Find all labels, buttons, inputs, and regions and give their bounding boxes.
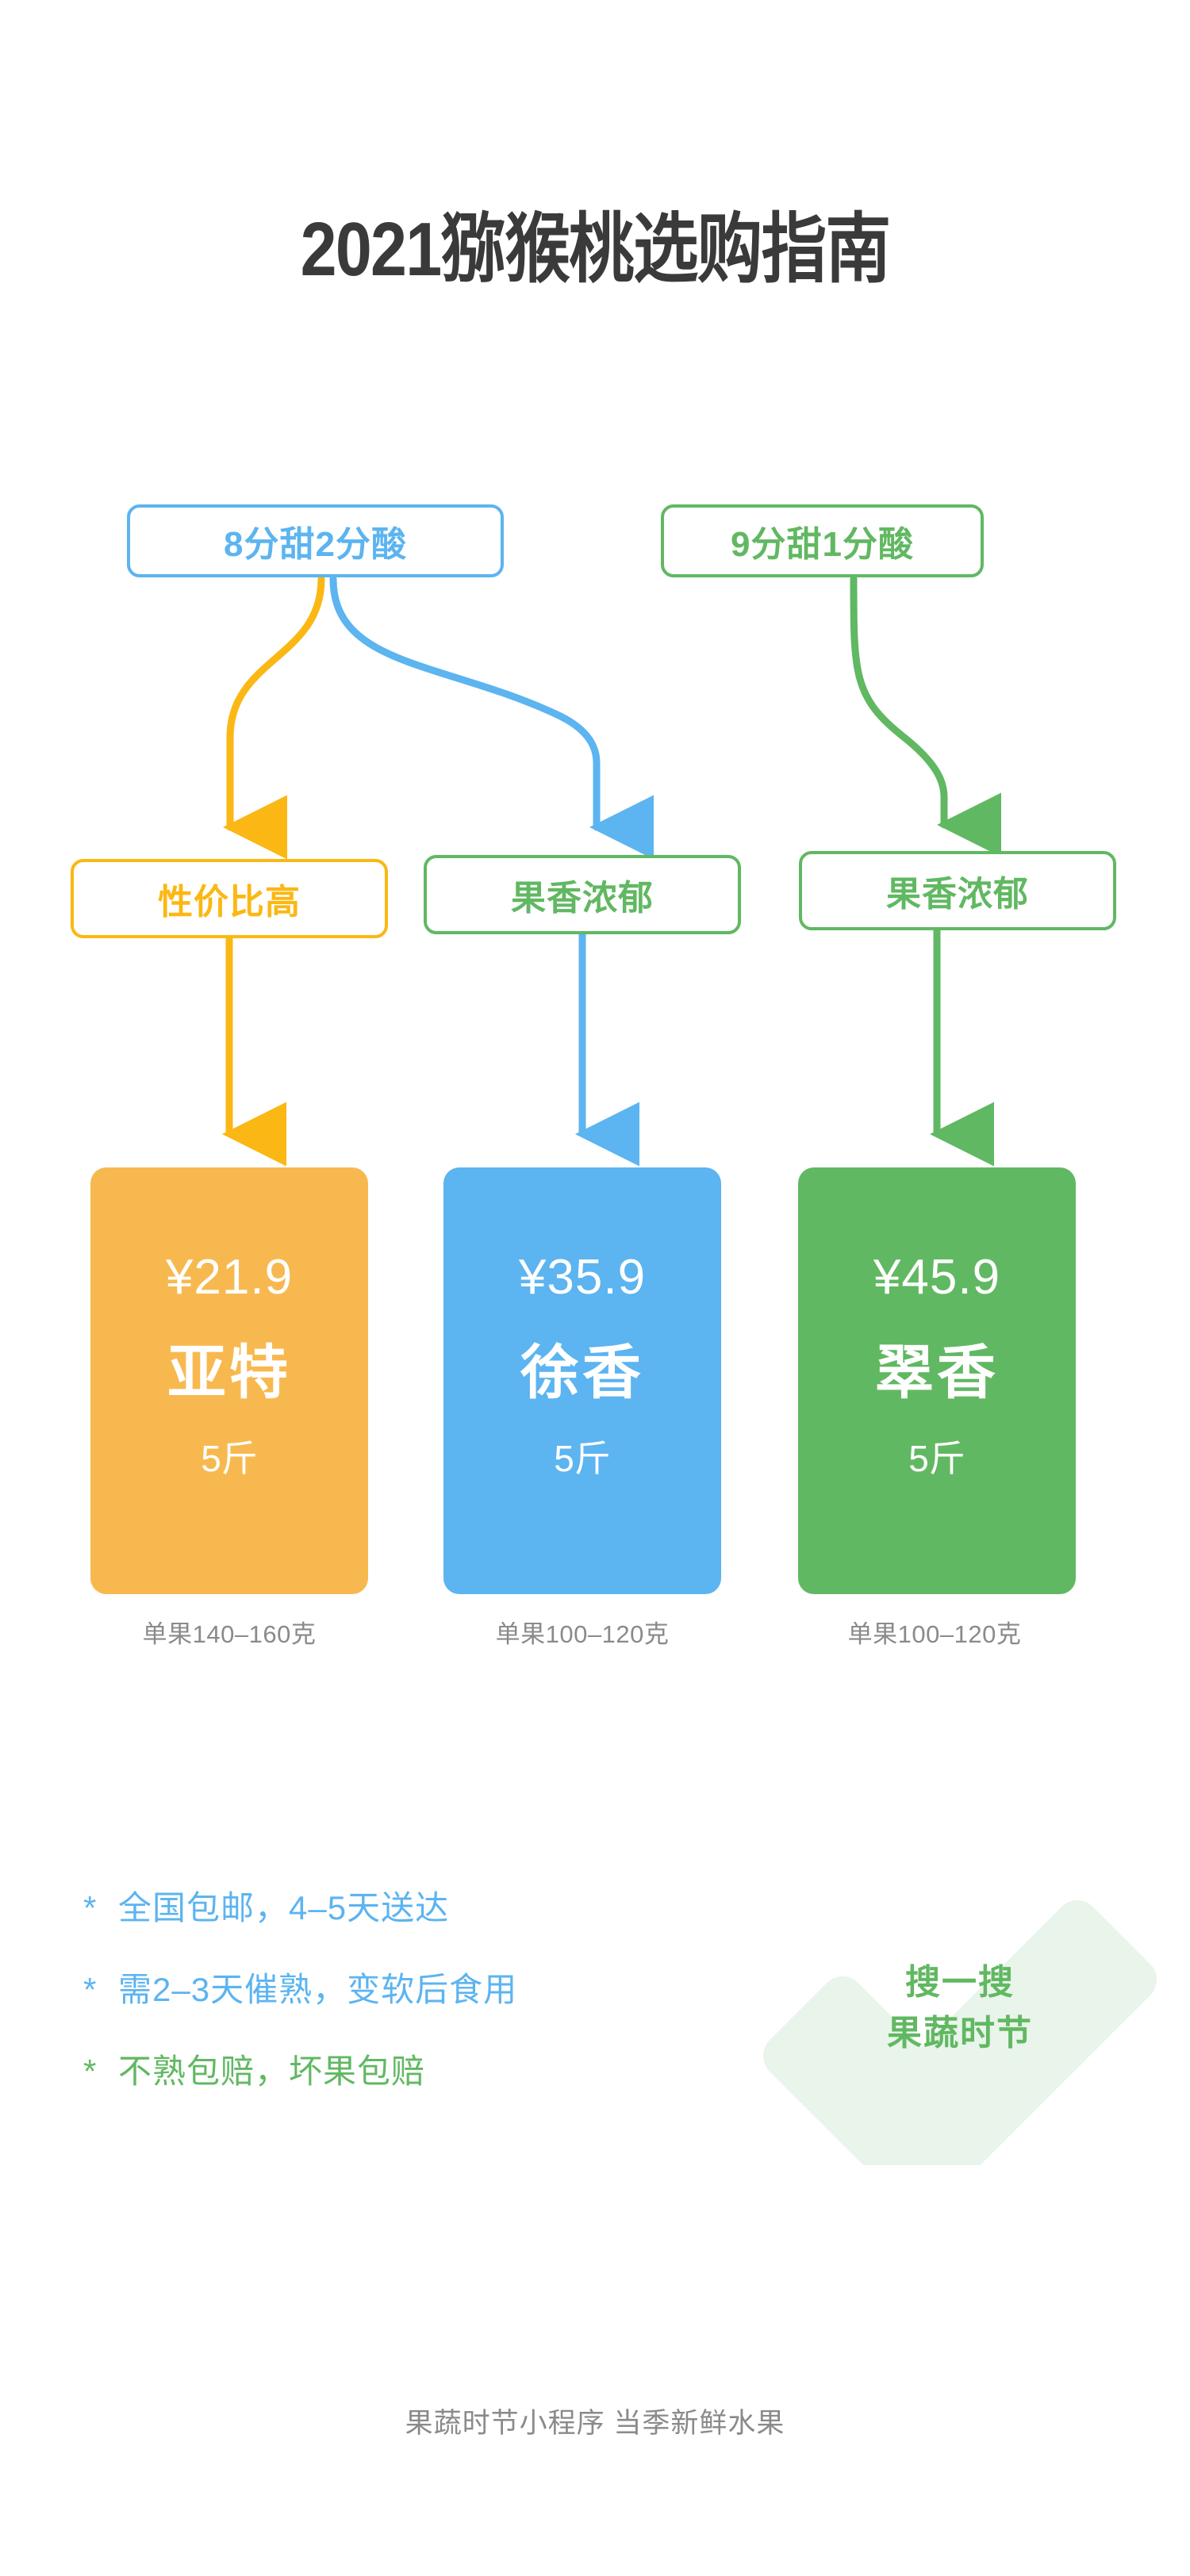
product-caption-cuixiang: 单果100–120克	[847, 1620, 1022, 1648]
product-unit: 5斤	[201, 1438, 258, 1479]
product-card-xuxiang[interactable]: ¥35.9 徐香 5斤	[443, 1167, 721, 1594]
connector-sweet9-to-aroma	[850, 575, 1001, 857]
product-name: 翠香	[875, 1340, 999, 1405]
note-text: 不熟包赔，坏果包赔	[118, 2053, 426, 2090]
search-badge-text: 搜一搜 果蔬时节	[754, 1957, 1166, 2059]
product-unit: 5斤	[554, 1438, 611, 1479]
product-card-cuixiang[interactable]: ¥45.9 翠香 5斤	[798, 1167, 1076, 1594]
flow-box-sweet-9[interactable]: 9分甜1分酸	[661, 504, 984, 577]
search-badge[interactable]: 搜一搜 果蔬时节	[754, 1848, 1166, 2165]
footer-text: 果蔬时节小程序 当季新鲜水果	[405, 2408, 785, 2439]
note-text: 全国包邮，4–5天送达	[118, 1889, 450, 1926]
connector-sweet8-to-value	[223, 575, 325, 860]
product-name: 徐香	[520, 1340, 644, 1405]
check-mark-icon	[763, 1900, 1157, 2165]
flow-box-aroma-rich-2[interactable]: 果香浓郁	[799, 851, 1116, 930]
note-item-ripening: * 需2–3天催熟，变软后食用	[83, 1963, 517, 2011]
notes-list: * 全国包邮，4–5天送达 * 需2–3天催熟，变软后食用 * 不熟包赔，坏果包…	[83, 1881, 517, 2126]
note-item-guarantee: * 不熟包赔，坏果包赔	[83, 2045, 517, 2093]
search-badge-line2: 果蔬时节	[887, 2013, 1033, 2053]
note-item-shipping: * 全国包邮，4–5天送达	[83, 1881, 517, 1930]
product-price: ¥21.9	[165, 1250, 294, 1305]
flow-box-sweet-8[interactable]: 8分甜2分酸	[127, 504, 504, 577]
product-caption-xuxiang: 单果100–120克	[495, 1620, 670, 1648]
search-badge-line1: 搜一搜	[905, 1963, 1015, 2002]
page-title: 2021猕猴桃选购指南	[300, 207, 891, 292]
product-price: ¥45.9	[873, 1250, 1001, 1305]
flow-box-value-for-money[interactable]: 性价比高	[71, 859, 388, 938]
product-caption-yate: 单果140–160克	[142, 1620, 317, 1648]
bullet-star-icon: *	[83, 2053, 98, 2090]
note-text: 需2–3天催熟，变软后食用	[118, 1971, 518, 2008]
connector-sweet8-to-aroma	[329, 575, 654, 860]
product-card-yate[interactable]: ¥21.9 亚特 5斤	[90, 1167, 368, 1594]
product-price: ¥35.9	[518, 1250, 647, 1305]
flow-box-aroma-rich-1[interactable]: 果香浓郁	[424, 855, 741, 934]
product-unit: 5斤	[908, 1438, 965, 1479]
bullet-star-icon: *	[83, 1971, 98, 2008]
product-name: 亚特	[167, 1340, 291, 1405]
bullet-star-icon: *	[83, 1889, 98, 1926]
